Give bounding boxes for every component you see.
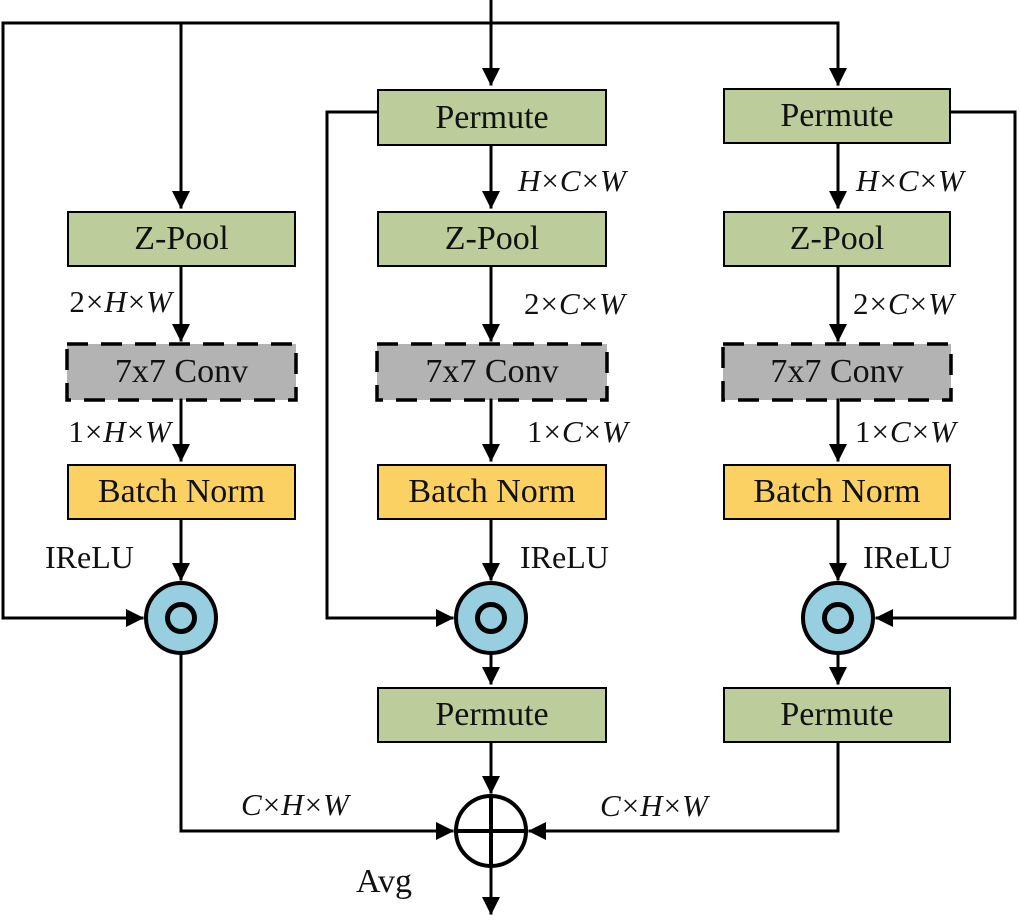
- dim-label-right-output: C×H×W: [600, 788, 709, 823]
- permute-out-box-right: Permute: [723, 687, 951, 743]
- multiply-operator-left: [144, 581, 218, 655]
- permute-in-box-middle: Permute: [377, 89, 607, 146]
- dim-label-left-after-conv: 1×H×W: [68, 414, 172, 449]
- zpool-box-middle: Z-Pool: [377, 211, 607, 267]
- zpool-box-left: Z-Pool: [67, 211, 296, 267]
- top-split-line-right: [1, 21, 847, 86]
- dim-label-right-after-zpool: 2×C×W: [853, 286, 955, 321]
- dim-label-middle-after-permute: H×C×W: [518, 163, 627, 198]
- relu-label-middle: IReLU: [520, 539, 609, 575]
- zpool-box-right: Z-Pool: [723, 211, 951, 267]
- conv-box-left: 7x7 Conv: [67, 344, 296, 400]
- skip-line-left: [1, 21, 144, 627]
- dim-label-middle-after-conv: 1×C×W: [527, 414, 629, 449]
- dim-label-right-after-permute: H×C×W: [856, 163, 965, 198]
- permute-out-box-middle: Permute: [377, 687, 607, 743]
- dim-label-middle-after-zpool: 2×C×W: [524, 286, 626, 321]
- batchnorm-box-middle: Batch Norm: [377, 464, 607, 520]
- add-operator: [454, 794, 528, 868]
- dim-label-left-after-zpool: 2×H×W: [69, 284, 173, 319]
- conv-box-right: 7x7 Conv: [723, 344, 951, 400]
- relu-label-left: IReLU: [45, 539, 134, 575]
- multiply-operator-middle: [454, 581, 528, 655]
- avg-label: Avg: [356, 863, 413, 900]
- dim-label-left-output: C×H×W: [241, 787, 350, 822]
- batchnorm-box-left: Batch Norm: [67, 464, 296, 520]
- dim-label-right-after-conv: 1×C×W: [855, 414, 957, 449]
- batchnorm-box-right: Batch Norm: [723, 464, 951, 520]
- relu-label-right: IReLU: [863, 539, 952, 575]
- permute-in-box-right: Permute: [723, 88, 951, 144]
- conv-box-middle: 7x7 Conv: [377, 344, 607, 400]
- multiply-operator-right: [801, 581, 875, 655]
